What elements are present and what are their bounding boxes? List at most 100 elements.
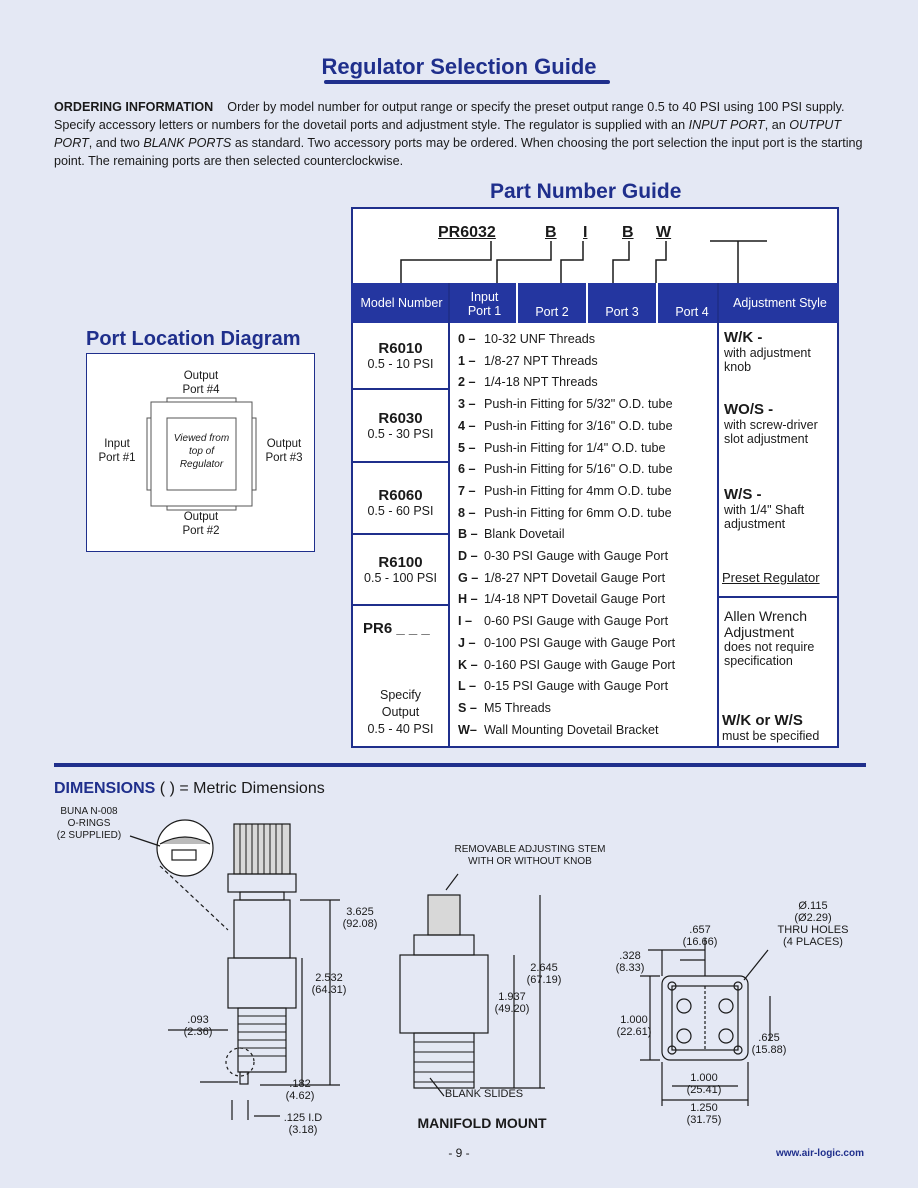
header-model: Model Number (360, 296, 443, 310)
model-cell-pr6-range: Specify Output 0.5 - 40 PSI (353, 670, 448, 755)
port-2-label: Output Port #2 (182, 511, 220, 537)
port-3-label: Output Port #3 (265, 438, 303, 464)
footer-url[interactable]: www.air-logic.com (776, 1148, 864, 1159)
model-cell-pr6: PR6 _ _ _ (353, 620, 448, 637)
model-range: 0.5 - 60 PSI (367, 504, 434, 518)
port-code-row: 6 –Push-in Fitting for 5/16" O.D. tube (458, 462, 673, 476)
port-code-key: 7 – (458, 483, 476, 498)
dim-1250: 1.250 (31.75) (686, 1102, 722, 1126)
port-code-key: K – (458, 657, 478, 672)
adjust-desc: with adjustment knob (724, 346, 811, 374)
port-code-desc: Blank Dovetail (484, 527, 565, 542)
port-code-key: H – (458, 592, 478, 607)
dim-2645: 2.645 (67.19) (526, 962, 562, 986)
dim-overall-height: 3.625 (92.08) (342, 906, 378, 930)
model-name: PR6 _ _ _ (363, 620, 430, 637)
dim-657: .657 (16.66) (682, 924, 718, 948)
header-port4: Port 4 (675, 305, 709, 319)
port-code-desc: 1/4-18 NPT Dovetail Gauge Port (484, 592, 666, 607)
page-title: Regulator Selection Guide (321, 54, 597, 79)
port-code-row: S –M5 Threads (458, 701, 551, 715)
adjust-desc: with screw-driver slot adjustment (724, 418, 818, 446)
dimensions-divider (54, 763, 866, 767)
header-port3: Port 3 (605, 305, 639, 319)
code-port1: B (545, 224, 557, 241)
port-code-key: 0 – (458, 332, 476, 346)
model-name: R6010 (378, 340, 423, 357)
port-diagram-title: Port Location Diagram (86, 328, 301, 350)
adjust-code: W/K - (724, 329, 763, 346)
adjust-allen-label: Allen Wrench Adjustment (724, 608, 808, 640)
oring-label: BUNA N-008 O-RINGS (2 SUPPLIED) (56, 806, 122, 841)
model-cell-r6010: R6010 0.5 - 10 PSI (353, 340, 448, 371)
port-code-row: J –0-100 PSI Gauge with Gauge Port (458, 636, 675, 650)
adjust-allen: Allen Wrench Adjustment does not require… (724, 608, 838, 668)
port-code-key: 5 – (458, 440, 476, 455)
adjust-desc: with 1/4" Shaft adjustment (724, 503, 805, 531)
port-code-key: B – (458, 527, 478, 542)
port-code-key: L – (458, 679, 476, 694)
port-code-row: H – 1/4-18 NPT Dovetail Gauge Port (458, 592, 665, 606)
ordering-text-4: as standard. Two accessory ports may be … (54, 136, 863, 168)
adjust-code: WO/S - (724, 401, 774, 418)
adjust-desc: does not require specification (724, 640, 815, 668)
dimensions-title: DIMENSIONS ( ) = Metric Dimensions (54, 780, 325, 798)
port-code-desc: Push-in Fitting for 5/16" O.D. tube (484, 462, 673, 477)
model-cell-r6060: R6060 0.5 - 60 PSI (353, 487, 448, 518)
dim-328: .328 (8.33) (615, 950, 645, 974)
ordering-lead: ORDERING INFORMATION (54, 100, 214, 114)
port-code-desc: Push-in Fitting for 5/32" O.D. tube (484, 397, 673, 412)
code-port2: I (583, 224, 588, 241)
model-range: 0.5 - 100 PSI (364, 571, 437, 585)
port-code-desc: Wall Mounting Dovetail Bracket (484, 722, 659, 737)
port-code-row: I – 0-60 PSI Gauge with Gauge Port (458, 614, 668, 628)
port-diagram-drawing (146, 397, 257, 511)
ordering-text-3: , and two (88, 136, 144, 150)
model-cell-r6100: R6100 0.5 - 100 PSI (353, 554, 448, 585)
port-code-key: W– (458, 722, 477, 737)
port-code-key: D – (458, 549, 478, 563)
model-range: Specify Output 0.5 - 40 PSI (367, 688, 434, 736)
dim-182: .182 (4.62) (285, 1078, 315, 1102)
dim-125: .125 I.D (3.18) (283, 1112, 323, 1136)
port-code-desc: 1/8-27 NPT Threads (484, 353, 598, 368)
dim-1937: 1.937 (49.20) (494, 991, 530, 1015)
port-code-desc: 0-160 PSI Gauge with Gauge Port (484, 657, 676, 672)
adjust-wos: WO/S - with screw-driver slot adjustment (724, 401, 838, 446)
dim-1000-h: 1.000 (25.41) (686, 1072, 722, 1096)
port-code-key: I – (458, 614, 473, 629)
port-code-row: 7 –Push-in Fitting for 4mm O.D. tube (458, 484, 672, 498)
adjust-preset: Preset Regulator (722, 570, 836, 585)
port-code-row: 5 –Push-in Fitting for 1/4" O.D. tube (458, 441, 666, 455)
ordering-blank-ports: BLANK PORTS (143, 136, 232, 150)
port-code-row: 4 –Push-in Fitting for 3/16" O.D. tube (458, 419, 673, 433)
part-number-title: Part Number Guide (490, 180, 682, 203)
holes-label: Ø.115 (Ø2.29) THRU HOLES (4 PLACES) (777, 900, 849, 948)
adjust-code: W/K or W/S (722, 712, 803, 729)
dimensions-title-bold: DIMENSIONS (54, 780, 156, 797)
dim-625: .625 (15.88) (751, 1032, 787, 1056)
port-center-label: Viewed from top of Regulator (173, 433, 230, 470)
model-name: R6030 (378, 410, 423, 427)
adjust-code: W/S - (724, 486, 762, 503)
code-port4: W (656, 224, 672, 241)
port-code-row: G –1/8-27 NPT Dovetail Gauge Port (458, 571, 665, 585)
dim-093: .093 (2.36) (183, 1014, 213, 1038)
port-code-desc: Push-in Fitting for 6mm O.D. tube (484, 505, 672, 520)
port-code-desc: 0-60 PSI Gauge with Gauge Port (484, 614, 669, 629)
port-1-label: Input Port #1 (98, 438, 136, 464)
port-code-row: 0 –10-32 UNF Threads (458, 332, 595, 346)
port-code-row: 3 –Push-in Fitting for 5/32" O.D. tube (458, 397, 673, 411)
header-port2: Port 2 (535, 305, 569, 319)
model-range: 0.5 - 30 PSI (367, 427, 434, 441)
port-code-desc: 0-15 PSI Gauge with Gauge Port (484, 679, 669, 694)
code-model: PR6032 (438, 224, 496, 241)
port-code-desc: 0-30 PSI Gauge with Gauge Port (484, 549, 669, 563)
model-name: R6060 (378, 487, 423, 504)
port-code-key: J – (458, 635, 476, 650)
port-code-key: 4 – (458, 418, 476, 433)
blank-slides-label: BLANK SLIDES (444, 1088, 524, 1100)
code-port3: B (622, 224, 634, 241)
ordering-text-2: , an (764, 118, 790, 132)
model-range: 0.5 - 10 PSI (367, 357, 434, 371)
